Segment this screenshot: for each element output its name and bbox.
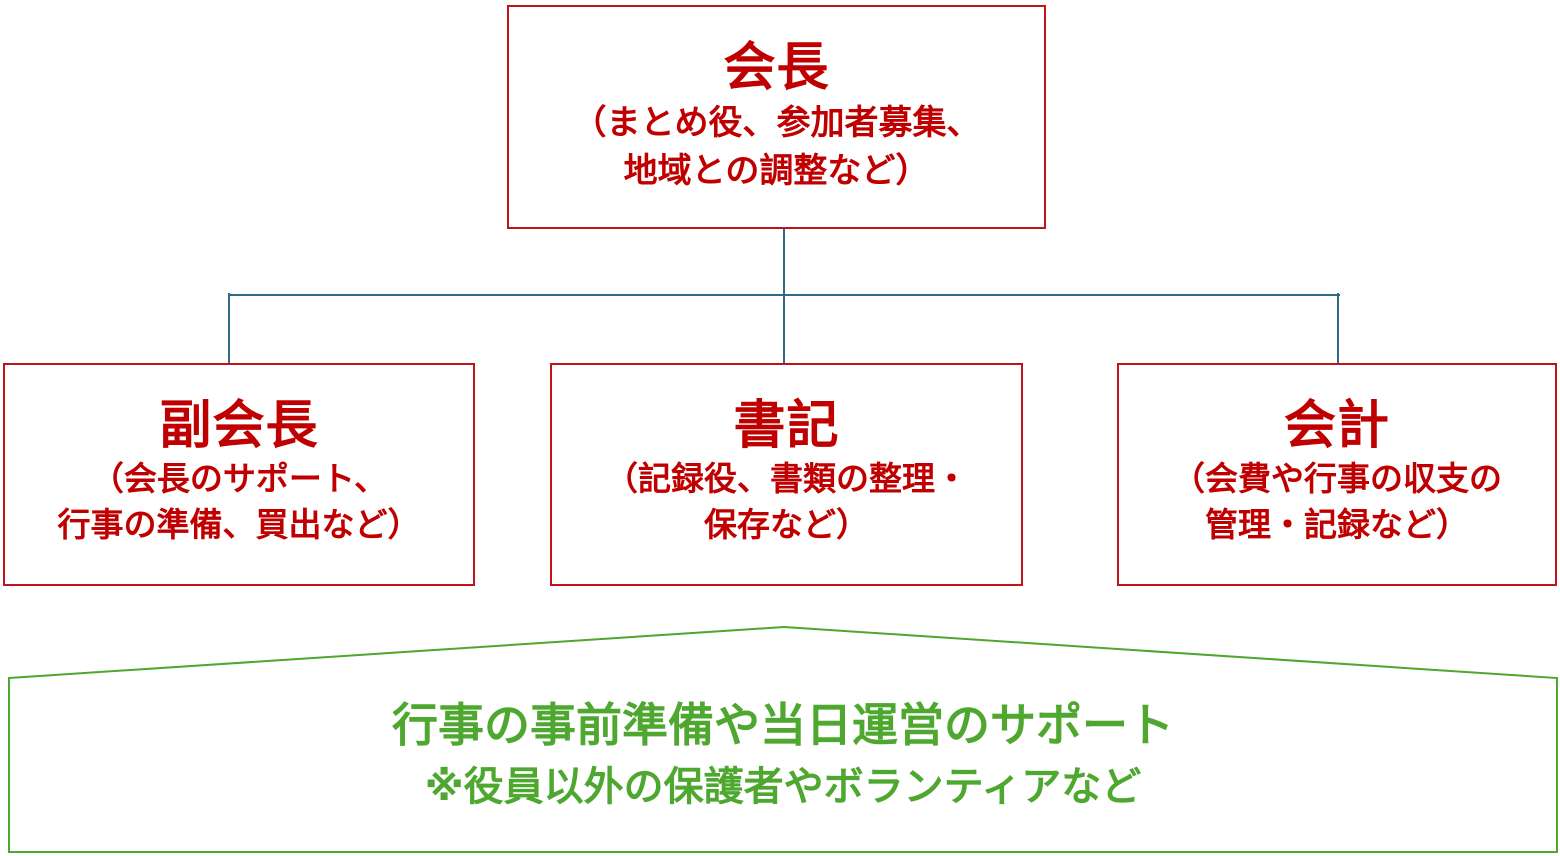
treasurer-desc-line-2: 管理・記録など） <box>1205 504 1469 544</box>
secretary-desc-line-1: （記録役、書類の整理・ <box>605 458 968 498</box>
support-pentagon-outline <box>8 625 1558 853</box>
chair-desc-line-2: 地域との調整など） <box>623 151 930 191</box>
treasurer-box: 会計 （会費や行事の収支の 管理・記録など） <box>1117 363 1557 586</box>
vice-chair-box: 副会長 （会長のサポート、 行事の準備、買出など） <box>3 363 475 586</box>
vice-chair-title: 副会長 <box>159 395 319 456</box>
support-note-text: ※役員以外の保護者やボランティアなど <box>424 764 1142 810</box>
vice-chair-desc-line-1: （会長のサポート、 <box>90 458 388 498</box>
support-main-text: 行事の事前準備や当日運営のサポート <box>392 698 1174 752</box>
vice-chair-desc-line-2: 行事の準備、買出など） <box>57 504 421 544</box>
secretary-title: 書記 <box>733 395 840 456</box>
secretary-desc-line-2: 保存など） <box>704 504 869 544</box>
chair-title: 会長 <box>723 38 830 98</box>
chair-box: 会長 （まとめ役、参加者募集、 地域との調整など） <box>507 5 1046 229</box>
chair-desc-line-1: （まとめ役、参加者募集、 <box>572 103 981 143</box>
treasurer-title: 会計 <box>1283 395 1390 456</box>
secretary-box: 書記 （記録役、書類の整理・ 保存など） <box>550 363 1023 586</box>
treasurer-desc-line-1: （会費や行事の収支の <box>1172 458 1502 498</box>
